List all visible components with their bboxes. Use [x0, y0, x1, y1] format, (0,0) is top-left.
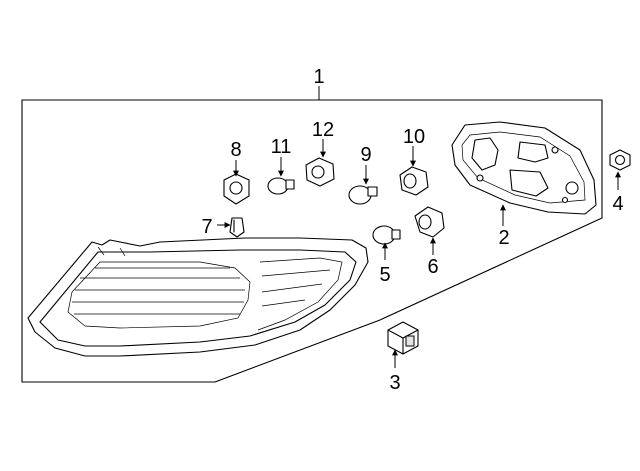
- push-nut: [609, 149, 631, 171]
- wiring-connector: [387, 321, 419, 355]
- socket-12: [305, 157, 335, 187]
- socket-6: [414, 206, 445, 238]
- callout-5: 5: [379, 264, 390, 286]
- wedge-bulb-7: [229, 217, 245, 238]
- callout-10: 10: [403, 126, 425, 148]
- bulb-9: [348, 185, 378, 205]
- callout-11: 11: [271, 136, 292, 158]
- leader-arrows: [217, 139, 621, 368]
- bulb-5: [372, 225, 401, 245]
- callout-12: 12: [312, 119, 334, 141]
- socket-8: [223, 173, 250, 205]
- callout-2: 2: [498, 227, 509, 249]
- callout-8: 8: [230, 139, 241, 161]
- assembly-box-outline: [21, 86, 603, 383]
- callout-7: 7: [201, 216, 212, 238]
- lamp-bracket: [451, 121, 597, 215]
- callout-1: 1: [313, 66, 324, 88]
- callout-9: 9: [360, 144, 371, 166]
- callout-3: 3: [389, 372, 400, 394]
- callout-6: 6: [427, 256, 438, 278]
- tail-lamp-housing: [27, 237, 369, 357]
- callout-4: 4: [612, 193, 623, 215]
- socket-10: [399, 166, 429, 196]
- bulb-11: [267, 177, 295, 195]
